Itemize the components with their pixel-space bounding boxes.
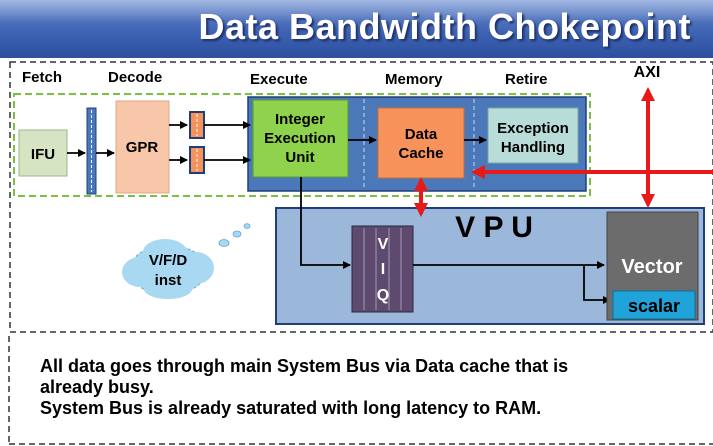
title-bar: Data Bandwidth Chokepoint (0, 0, 713, 58)
vector-label: Vector (621, 256, 682, 278)
stage-retire: Retire (505, 71, 548, 88)
gpr-block (115, 100, 170, 194)
arrow-viq-scalar (583, 265, 611, 304)
ifu-label: IFU (31, 146, 55, 163)
gpr-label: GPR (126, 139, 159, 156)
stage-decode: Decode (108, 69, 162, 86)
vpu-label: V P U (455, 211, 533, 244)
slide-title: Data Bandwidth Chokepoint (198, 6, 691, 47)
note-line-1: All data goes through main System Bus vi… (40, 356, 569, 376)
viq-label-q: Q (377, 287, 389, 304)
arrow-integer-viq (300, 177, 351, 269)
stage-memory: Memory (385, 71, 443, 88)
note-line-2: already busy. (40, 377, 154, 397)
notes-block: All data goes through main System Bus vi… (40, 356, 700, 419)
note-line-3: System Bus is already saturated with lon… (40, 398, 542, 418)
integer-label-line2: Execution (264, 130, 336, 147)
cloud-text-line1: V/F/D (149, 252, 188, 269)
stage-execute: Execute (250, 71, 308, 88)
integer-execution-unit (252, 99, 349, 178)
viq-label-v: V (378, 236, 389, 253)
integer-label-line3: Unit (285, 149, 314, 166)
exception-handling-block (487, 107, 579, 164)
viq-label-i: I (381, 261, 385, 278)
data-cache-label-line1: Data (405, 126, 438, 143)
cloud-text-line2: inst (155, 272, 182, 289)
data-cache-block (377, 107, 465, 179)
data-cache-label-line2: Cache (398, 145, 443, 162)
scalar-block (612, 290, 696, 320)
axi-label: AXI (634, 64, 661, 81)
exception-label-line2: Handling (501, 139, 565, 156)
stage-fetch: Fetch (22, 69, 62, 86)
outer-dashed-frame (9, 61, 713, 333)
scalar-label: scalar (628, 296, 680, 316)
viq-block (351, 225, 414, 313)
exception-label-line1: Exception (497, 120, 569, 137)
integer-label-line1: Integer (275, 111, 325, 128)
pipeline-dashed-frame (13, 93, 591, 197)
title-shine (0, 0, 713, 22)
cloud-shape (122, 223, 251, 299)
